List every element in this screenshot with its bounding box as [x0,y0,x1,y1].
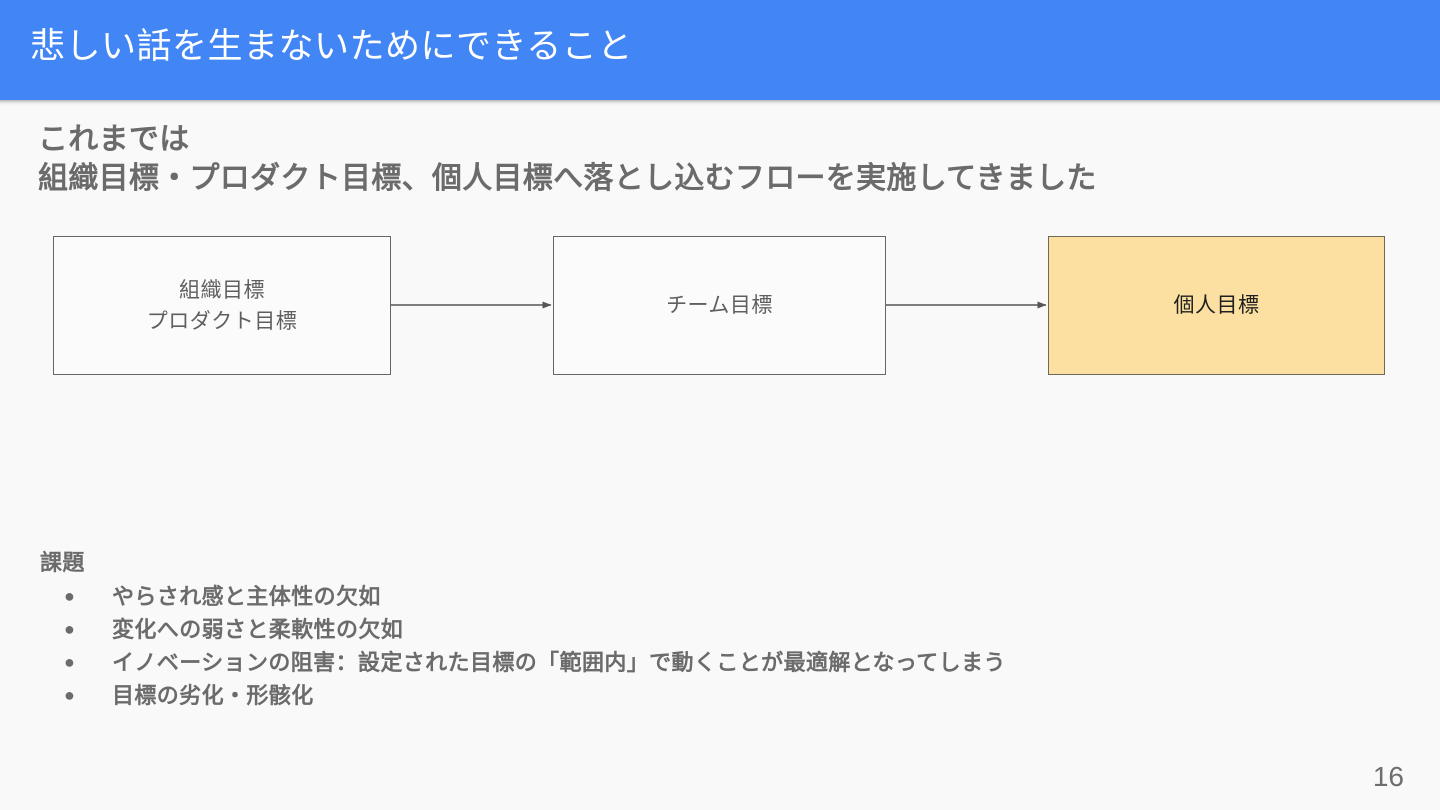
subtitle-line-1: これまでは [38,123,190,156]
flow-box-individual-goal[interactable]: 個人目標 [1048,236,1385,375]
flow-box-3-text: 個人目標 [1174,290,1260,321]
flow-box-team-goal[interactable]: チーム目標 [553,236,886,375]
flow-box-2-line-1: チーム目標 [666,294,773,317]
list-item: ● 目標の劣化・形骸化 [40,679,1380,712]
list-item-label: イノベーションの阻害：設定された目標の「範囲内」で動くことが最適解となってしまう [112,650,1006,675]
list-item-label: 変化への弱さと柔軟性の欠如 [112,617,404,642]
list-item: ● イノベーションの阻害：設定された目標の「範囲内」で動くことが最適解となってし… [40,646,1380,679]
bullet-dot-icon: ● [64,619,76,639]
flow-box-1-text: 組織目標 プロダクト目標 [147,275,298,337]
page-number: 16 [1372,761,1404,792]
issues-bullet-list: ● やらされ感と主体性の欠如 ● 変化への弱さと柔軟性の欠如 ● イノベーション… [40,580,1380,712]
list-item: ● やらされ感と主体性の欠如 [40,580,1380,613]
bullet-dot-icon: ● [64,652,76,672]
flow-box-1-line-2: プロダクト目標 [146,309,298,333]
flow-box-organization-goal[interactable]: 組織目標 プロダクト目標 [53,236,391,375]
flow-box-1-line-1: 組織目標 [179,278,265,302]
issues-heading: 課題 [40,550,85,575]
header-shadow [0,100,1440,106]
bullet-dot-icon: ● [64,586,76,606]
slide-title: 悲しい話を生まないためにできること [30,27,633,66]
list-item-label: やらされ感と主体性の欠如 [112,584,381,609]
issues-section: 課題 ● やらされ感と主体性の欠如 ● 変化への弱さと柔軟性の欠如 ● イノベー… [40,548,1380,712]
subtitle-block: これまでは 組織目標・プロダクト目標、個人目標へ落とし込むフローを実施してきまし… [38,120,1408,198]
header-bar [0,0,1440,100]
list-item-label: 目標の劣化・形骸化 [112,683,314,708]
bullet-dot-icon: ● [64,685,76,705]
subtitle-line-2: 組織目標・プロダクト目標、個人目標へ落とし込むフローを実施してきました [38,162,1097,195]
list-item: ● 変化への弱さと柔軟性の欠如 [40,613,1380,646]
flow-box-2-text: チーム目標 [666,290,773,321]
flow-box-3-line-1: 個人目標 [1173,294,1260,317]
